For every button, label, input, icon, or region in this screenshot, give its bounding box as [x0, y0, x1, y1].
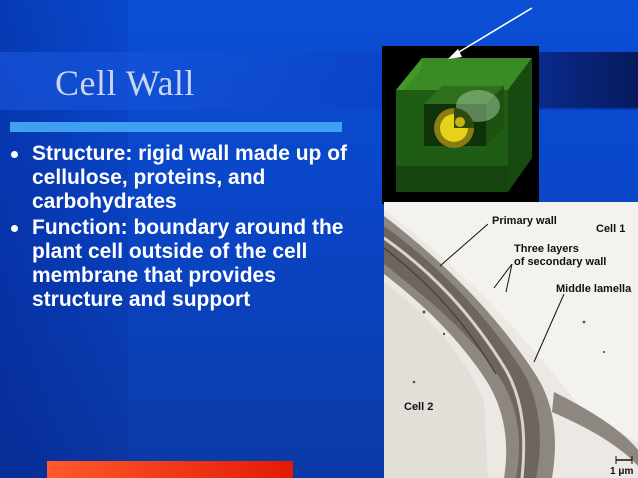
cell-wall-micrograph: Primary wall Cell 1 Three layers of seco…	[384, 202, 638, 478]
bullet-structure-text: Structure: rigid wall made up of cellulo…	[32, 142, 348, 213]
title-underline-bar	[10, 122, 342, 132]
label-cell1: Cell 1	[596, 223, 625, 235]
cell-wall-3d-illustration	[382, 46, 539, 204]
bullet-structure: Structure: rigid wall made up of cellulo…	[10, 142, 360, 214]
label-middle-lamella: Middle lamella	[556, 283, 632, 295]
bullet-function-text: Function: boundary around the plant cell…	[32, 216, 344, 311]
pointer-arrow-icon	[448, 7, 533, 59]
decorative-dark-block	[536, 52, 638, 108]
bullet-list: Structure: rigid wall made up of cellulo…	[10, 142, 360, 314]
bullet-dot-icon	[11, 225, 18, 232]
bullet-dot-icon	[11, 151, 18, 158]
decorative-red-bar	[47, 461, 293, 478]
label-cell2: Cell 2	[404, 401, 433, 413]
label-scale: 1 μm	[610, 466, 633, 477]
label-three-layers: Three layers	[514, 243, 579, 255]
label-secondary-wall: of secondary wall	[514, 256, 606, 268]
label-primary-wall: Primary wall	[492, 215, 557, 227]
bullet-function: Function: boundary around the plant cell…	[10, 216, 360, 312]
slide-title: Cell Wall	[55, 63, 195, 103]
